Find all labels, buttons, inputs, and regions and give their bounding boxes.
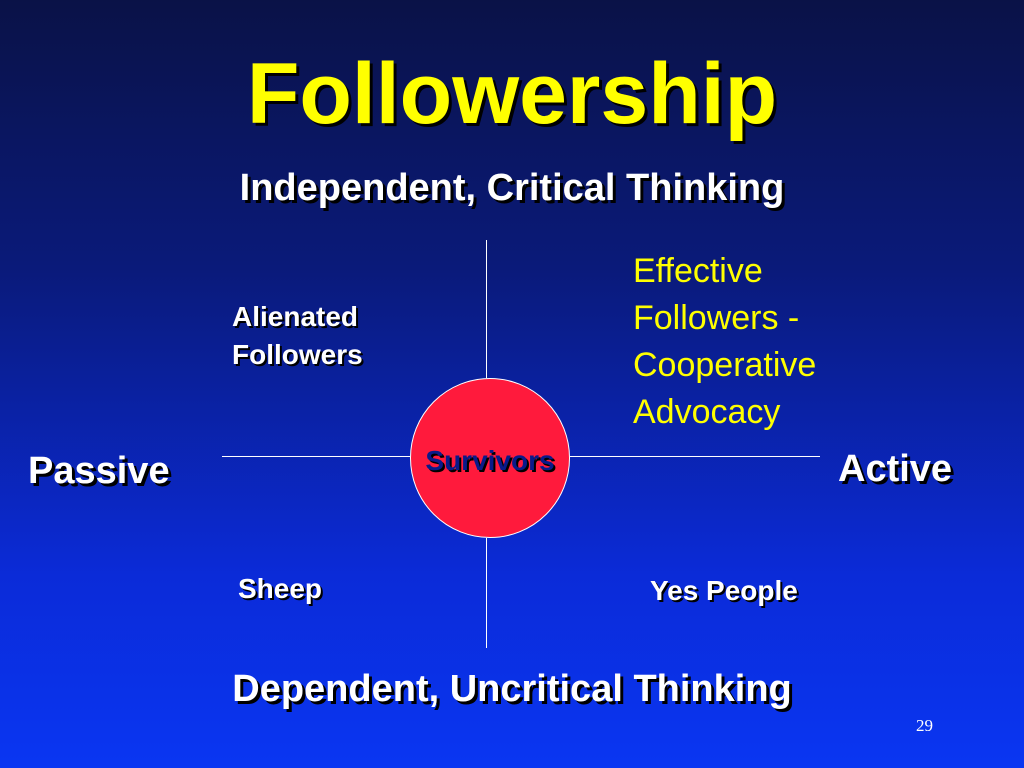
quadrant-top-right-line: Advocacy: [633, 393, 781, 431]
page-number: 29: [916, 716, 933, 735]
quadrant-top-left-line: Alienated: [232, 301, 359, 332]
quadrant-top-right-line: Cooperative: [633, 346, 817, 384]
quadrant-top-right-line: Followers -: [633, 299, 800, 337]
vertical-axis-lower: [486, 538, 487, 648]
quadrant-top-left-label: Alienated Followers: [232, 298, 363, 374]
horizontal-axis-right: [570, 456, 820, 457]
survivors-label: Survivors: [425, 445, 555, 476]
quadrant-top-right-label: Effective Followers - Cooperative Advoca…: [633, 248, 816, 436]
vertical-axis-upper: [486, 240, 487, 378]
quadrant-bottom-left-label: Sheep: [238, 573, 323, 604]
quadrant-top-left-line: Followers: [232, 339, 363, 370]
slide-title: Followership: [246, 46, 778, 142]
horizontal-axis-left: [222, 456, 410, 457]
quadrant-top-right-line: Effective: [633, 252, 763, 290]
left-axis-label: Passive: [28, 450, 170, 492]
quadrant-bottom-right-label: Yes People: [650, 575, 798, 606]
right-axis-label: Active: [838, 448, 953, 490]
survivors-circle: [410, 378, 570, 538]
bottom-axis-label: Dependent, Uncritical Thinking: [232, 668, 792, 710]
top-axis-label: Independent, Critical Thinking: [239, 167, 785, 209]
